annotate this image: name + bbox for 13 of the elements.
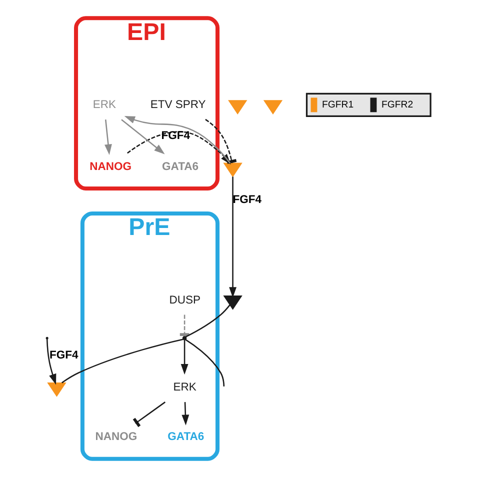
node-text: GATA6 bbox=[167, 431, 204, 444]
node-text: ETV SPRY bbox=[150, 98, 206, 111]
node-text: ERK bbox=[172, 381, 196, 394]
edge-label: FGF4 bbox=[160, 130, 190, 142]
node-text: GATA6 bbox=[162, 160, 198, 173]
edge-label: FGF4 bbox=[232, 194, 262, 206]
legend-label: FGFR1 bbox=[322, 99, 354, 110]
node-text: NANOG bbox=[89, 160, 132, 173]
legend-label: FGFR2 bbox=[381, 99, 413, 110]
node-text: DUSP bbox=[168, 294, 200, 306]
edge-label: FGF4 bbox=[48, 350, 78, 362]
node-text: ERK bbox=[92, 98, 116, 111]
node-text: NANOG bbox=[94, 431, 137, 444]
